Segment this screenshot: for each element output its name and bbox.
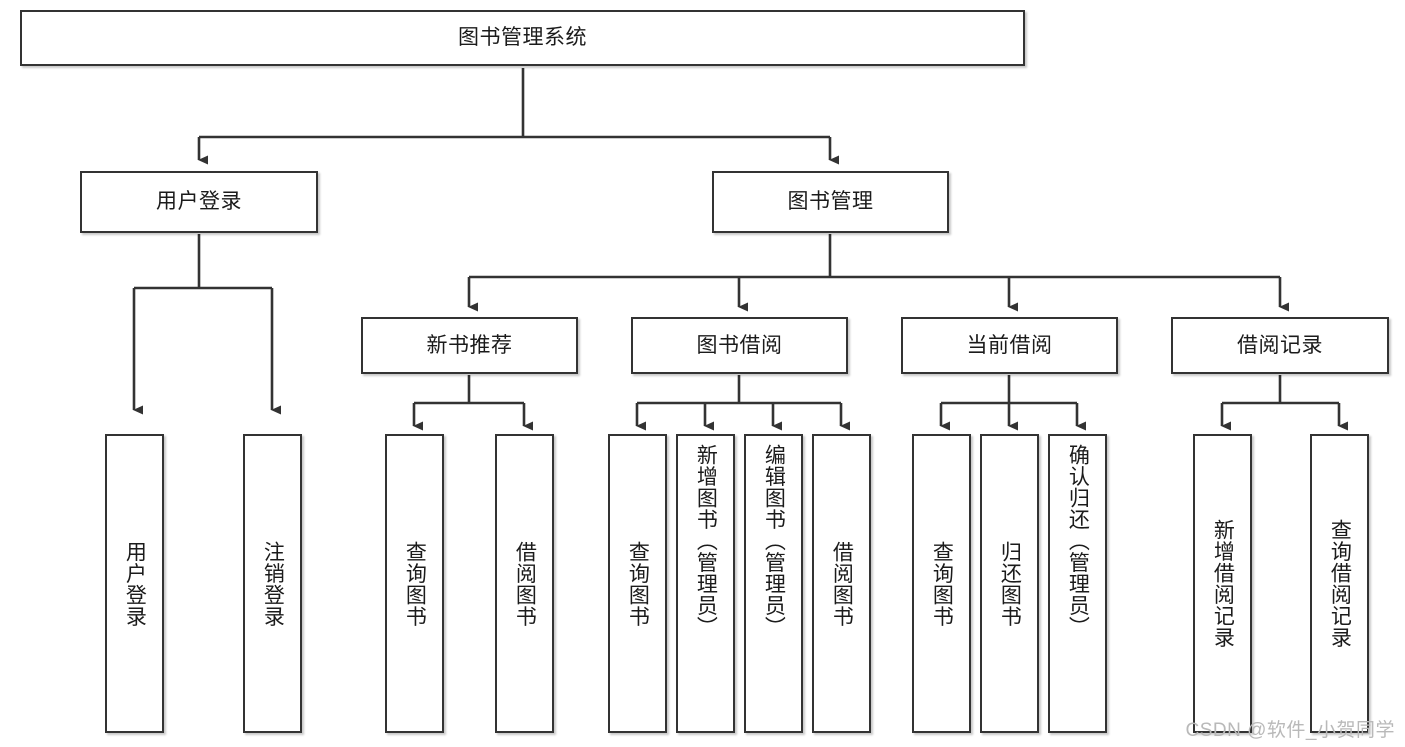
node-book-management[interactable]: 图书管理 (712, 171, 949, 233)
node-label: 图书管理系统 (458, 26, 587, 50)
node-root-system[interactable]: 图书管理系统 (20, 10, 1025, 66)
node-label: 编辑图书（管理员） (762, 444, 786, 638)
node-label: 确认归还（管理员） (1066, 444, 1090, 638)
node-current-borrow[interactable]: 当前借阅 (901, 317, 1118, 374)
node-label: 查询图书 (930, 540, 954, 627)
node-label: 借阅记录 (1237, 333, 1323, 357)
node-leaf-query-record[interactable]: 查询借阅记录 (1310, 434, 1369, 733)
node-label: 注销登录 (261, 540, 285, 627)
node-leaf-confirm-return[interactable]: 确认归还（管理员） (1048, 434, 1107, 733)
node-user-login[interactable]: 用户登录 (80, 171, 318, 233)
node-borrow-record[interactable]: 借阅记录 (1171, 317, 1389, 374)
node-label: 借阅图书 (830, 540, 854, 627)
watermark-text: CSDN @软件_小贺同学 (1185, 720, 1395, 741)
node-label: 新增图书（管理员） (694, 444, 718, 638)
node-leaf-user-login[interactable]: 用户登录 (105, 434, 164, 733)
node-leaf-add-record[interactable]: 新增借阅记录 (1193, 434, 1252, 733)
node-new-book-recommend[interactable]: 新书推荐 (361, 317, 578, 374)
node-label: 查询图书 (403, 540, 427, 627)
node-label: 用户登录 (156, 190, 242, 214)
node-book-borrow[interactable]: 图书借阅 (631, 317, 848, 374)
node-leaf-return-book[interactable]: 归还图书 (980, 434, 1039, 733)
node-leaf-logout-login[interactable]: 注销登录 (243, 434, 302, 733)
node-label: 查询图书 (626, 540, 650, 627)
node-label: 用户登录 (123, 540, 147, 627)
node-leaf-edit-book[interactable]: 编辑图书（管理员） (744, 434, 803, 733)
node-label: 图书管理 (787, 190, 874, 214)
node-label: 查询借阅记录 (1328, 519, 1352, 648)
node-leaf-borrow-book-1[interactable]: 借阅图书 (495, 434, 554, 733)
node-label: 归还图书 (998, 540, 1022, 627)
node-leaf-add-book[interactable]: 新增图书（管理员） (676, 434, 735, 733)
node-label: 当前借阅 (966, 333, 1053, 357)
node-leaf-query-book-3[interactable]: 查询图书 (912, 434, 971, 733)
node-leaf-query-book-2[interactable]: 查询图书 (608, 434, 667, 733)
node-label: 图书借阅 (696, 333, 783, 357)
node-leaf-borrow-book-2[interactable]: 借阅图书 (812, 434, 871, 733)
node-label: 新书推荐 (426, 333, 513, 357)
node-label: 新增借阅记录 (1211, 519, 1235, 648)
node-leaf-query-book-1[interactable]: 查询图书 (385, 434, 444, 733)
node-label: 借阅图书 (513, 540, 537, 627)
